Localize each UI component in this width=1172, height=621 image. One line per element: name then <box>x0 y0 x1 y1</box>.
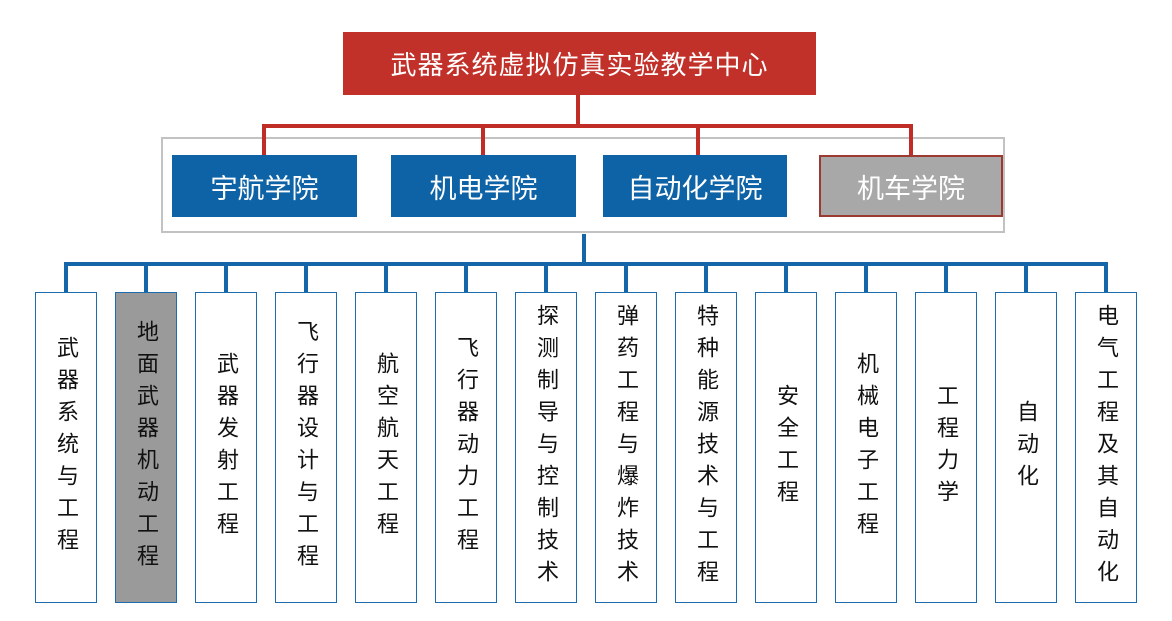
dept-label: 武器系统与工程 <box>54 335 79 560</box>
connector-dept-stub <box>384 262 388 292</box>
node-dept-engineering-mechanics: 工程力学 <box>915 262 977 603</box>
node-college-jidian: 机电学院 <box>391 155 576 217</box>
node-dept-detection-guidance-control: 探测制导与控制技术 <box>515 262 577 603</box>
connector-dept-rail <box>64 262 1108 266</box>
connector-dept-stub <box>1104 262 1108 292</box>
connector-dept-stub <box>944 262 948 292</box>
connector-college-rail <box>262 124 913 128</box>
connector-college-drop-2 <box>481 124 485 157</box>
node-dept-aircraft-power-engineering: 飞行器动力工程 <box>435 262 497 603</box>
connector-dept-stub <box>1024 262 1028 292</box>
connector-dept-stub <box>544 262 548 292</box>
dept-label: 武器发射工程 <box>214 351 239 544</box>
node-college-zidonghua: 自动化学院 <box>603 155 787 217</box>
node-dept-aircraft-design-engineering: 飞行器设计与工程 <box>275 262 337 603</box>
dept-label: 飞行器设计与工程 <box>294 319 319 576</box>
connector-college-drop-4 <box>909 124 913 157</box>
node-dept-special-energy-tech: 特种能源技术与工程 <box>675 262 737 603</box>
connector-dept-stub <box>464 262 468 292</box>
connector-dept-stub <box>704 262 708 292</box>
connector-dept-stub <box>784 262 788 292</box>
dept-label: 飞行器动力工程 <box>454 335 479 560</box>
connector-dept-stub <box>224 262 228 292</box>
connector-title-drop <box>576 95 580 128</box>
node-dept-automation: 自动化 <box>995 262 1057 603</box>
dept-label: 探测制导与控制技术 <box>534 303 559 592</box>
node-dept-weapon-systems-engineering: 武器系统与工程 <box>35 262 97 603</box>
connector-dept-stub <box>144 262 148 292</box>
node-dept-safety-engineering: 安全工程 <box>755 262 817 603</box>
connector-dept-stub <box>64 262 68 292</box>
dept-label: 机械电子工程 <box>854 351 879 544</box>
node-dept-aerospace-engineering: 航空航天工程 <box>355 262 417 603</box>
connector-frame-drop <box>582 234 586 264</box>
connector-dept-stub <box>864 262 868 292</box>
dept-label: 特种能源技术与工程 <box>694 303 719 592</box>
node-college-jiche: 机车学院 <box>819 155 1003 217</box>
dept-label: 安全工程 <box>774 383 799 512</box>
node-dept-electrical-engineering-automation: 电气工程及其自动化 <box>1075 262 1137 603</box>
node-college-yuhang: 宇航学院 <box>172 155 357 217</box>
node-dept-weapon-launch-engineering: 武器发射工程 <box>195 262 257 603</box>
node-dept-ground-weapon-mobility: 地面武器机动工程 <box>115 262 177 603</box>
dept-label: 地面武器机动工程 <box>134 319 159 576</box>
connector-college-drop-1 <box>262 124 266 157</box>
dept-label: 弹药工程与爆炸技术 <box>614 303 639 592</box>
dept-label: 自动化 <box>1014 399 1039 496</box>
connector-college-drop-3 <box>696 124 700 157</box>
connector-dept-stub <box>624 262 628 292</box>
dept-label: 工程力学 <box>934 383 959 512</box>
root-node-title: 武器系统虚拟仿真实验教学中心 <box>343 32 816 95</box>
connector-dept-stub <box>304 262 308 292</box>
node-dept-mechatronics-engineering: 机械电子工程 <box>835 262 897 603</box>
node-dept-ammunition-explosion-tech: 弹药工程与爆炸技术 <box>595 262 657 603</box>
dept-label: 航空航天工程 <box>374 351 399 544</box>
dept-label: 电气工程及其自动化 <box>1094 303 1119 592</box>
